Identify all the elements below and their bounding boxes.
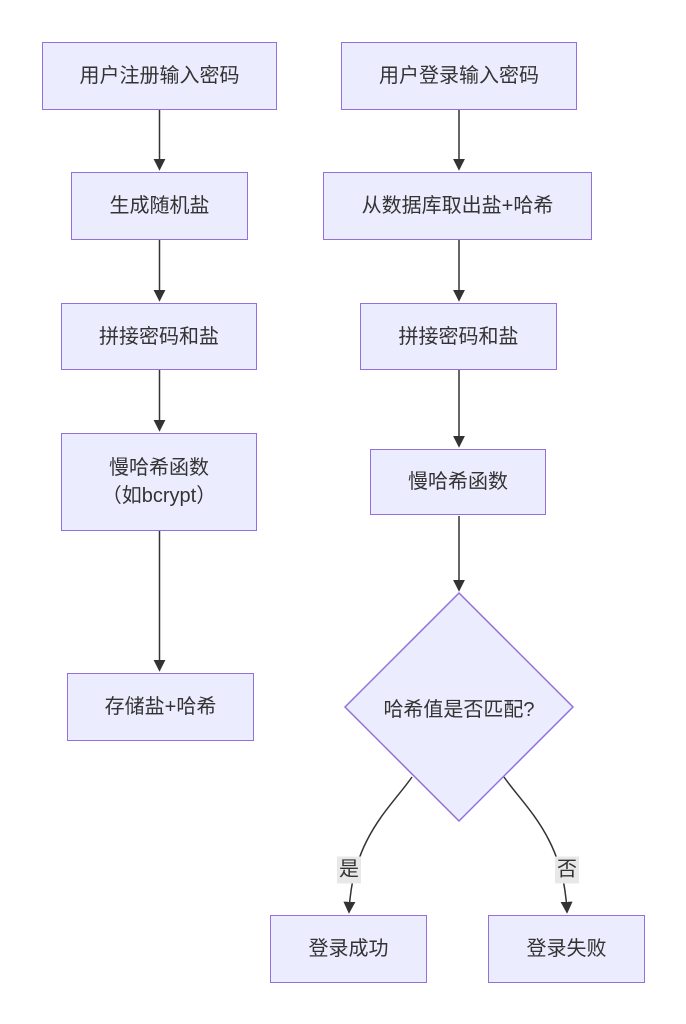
edge-label-no: 否	[555, 856, 579, 884]
node-concat-left-label: 拼接密码和盐	[99, 325, 219, 348]
node-login-failure-label: 登录失败	[526, 938, 607, 960]
node-login-password: 用户登录输入密码	[341, 42, 577, 110]
node-slow-hash-left-line1: 慢哈希函数	[109, 457, 209, 479]
node-register-password: 用户注册输入密码	[42, 42, 277, 110]
node-login-failure: 登录失败	[488, 915, 645, 983]
node-fetch-salt-hash-label: 从数据库取出盐+哈希	[361, 195, 554, 217]
node-login-success: 登录成功	[270, 915, 427, 983]
node-slow-hash-left: 慢哈希函数 （如bcrypt）	[61, 433, 257, 531]
node-slow-hash-right: 慢哈希函数	[370, 449, 546, 515]
decision-diamond-shape	[343, 591, 575, 823]
node-generate-salt: 生成随机盐	[71, 172, 248, 240]
node-slow-hash-right-label: 慢哈希函数	[408, 471, 508, 493]
edge-decision-yes	[343, 776, 413, 914]
node-slow-hash-left-line2: （如bcrypt）	[101, 485, 217, 507]
node-store-salt-hash-label: 存储盐+哈希	[104, 696, 217, 718]
node-concat-password-salt-left: 拼接密码和盐	[61, 303, 257, 370]
node-login-success-label: 登录成功	[308, 938, 389, 960]
node-login-password-label: 用户登录输入密码	[379, 65, 539, 87]
node-store-salt-hash: 存储盐+哈希	[67, 673, 254, 741]
node-generate-salt-label: 生成随机盐	[109, 195, 210, 217]
decision-hash-match-label: 哈希值是否匹配?	[383, 699, 535, 721]
edge-label-yes: 是	[337, 856, 361, 884]
node-register-password-label: 用户注册输入密码	[79, 65, 240, 87]
edge-decision-no	[503, 776, 573, 914]
node-fetch-salt-hash: 从数据库取出盐+哈希	[323, 172, 592, 240]
node-concat-password-salt-right: 拼接密码和盐	[360, 303, 557, 370]
node-concat-right-label: 拼接密码和盐	[398, 325, 519, 348]
